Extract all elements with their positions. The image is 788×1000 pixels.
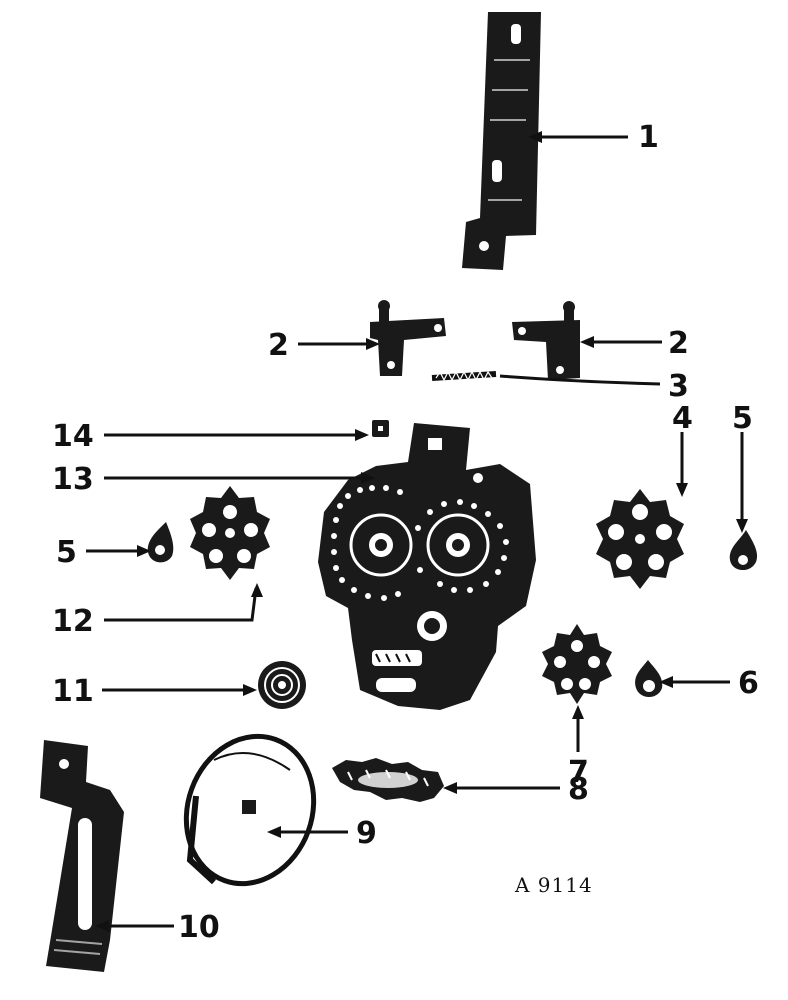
pawl-spring-part bbox=[431, 370, 497, 382]
callout-number: 5 bbox=[56, 535, 77, 570]
callout-3: 3 bbox=[499, 369, 689, 404]
left-cam-part bbox=[147, 522, 174, 563]
left-pawl-part bbox=[370, 300, 446, 376]
right-pawl-part bbox=[512, 301, 580, 380]
callout-number: 3 bbox=[668, 369, 689, 404]
right-cam-part bbox=[729, 530, 758, 571]
callout-7: 7 bbox=[568, 705, 589, 790]
callout-number: 11 bbox=[52, 674, 94, 709]
coil-spring-part bbox=[258, 661, 306, 709]
callout-12: 12 bbox=[52, 583, 263, 639]
callout-number: 4 bbox=[672, 401, 693, 436]
callout-number: 9 bbox=[356, 816, 377, 851]
callout-number: 12 bbox=[52, 604, 94, 639]
callout-number: 14 bbox=[52, 419, 94, 454]
callout-1: 1 bbox=[528, 120, 659, 155]
upper-bracket-part bbox=[462, 12, 541, 270]
callout-10: 10 bbox=[95, 910, 220, 945]
callout-13: 13 bbox=[52, 462, 375, 497]
callout-14: 14 bbox=[52, 419, 369, 454]
callout-number: 10 bbox=[178, 910, 220, 945]
counter-housing-part bbox=[318, 423, 536, 710]
callout-number: 7 bbox=[568, 755, 589, 790]
callout-2-left: 2 bbox=[268, 328, 380, 363]
lower-bracket-part bbox=[40, 740, 124, 972]
square-nut-part bbox=[372, 420, 389, 437]
small-star-gear-part bbox=[542, 624, 612, 704]
callout-number: 2 bbox=[668, 326, 689, 361]
callout-6: 6 bbox=[659, 666, 759, 701]
callout-5-right: 5 bbox=[732, 401, 753, 533]
callout-number: 2 bbox=[268, 328, 289, 363]
figure-id: A 9114 bbox=[514, 873, 593, 897]
callout-5-left: 5 bbox=[56, 535, 151, 570]
callout-9: 9 bbox=[267, 816, 377, 851]
callout-11: 11 bbox=[52, 674, 257, 709]
callout-8: 8 bbox=[443, 772, 589, 807]
callout-number: 5 bbox=[732, 401, 753, 436]
bevel-gear-part bbox=[332, 758, 444, 802]
callout-number: 8 bbox=[568, 772, 589, 807]
cover-disc-part bbox=[183, 733, 317, 887]
right-star-wheel-part bbox=[596, 489, 684, 589]
small-cam-part bbox=[635, 660, 663, 697]
callout-number: 1 bbox=[638, 120, 659, 155]
left-star-wheel-part bbox=[190, 486, 270, 580]
callout-number: 6 bbox=[738, 666, 759, 701]
callout-4: 4 bbox=[672, 401, 693, 497]
callout-2-right: 2 bbox=[580, 326, 689, 361]
callout-number: 13 bbox=[52, 462, 94, 497]
